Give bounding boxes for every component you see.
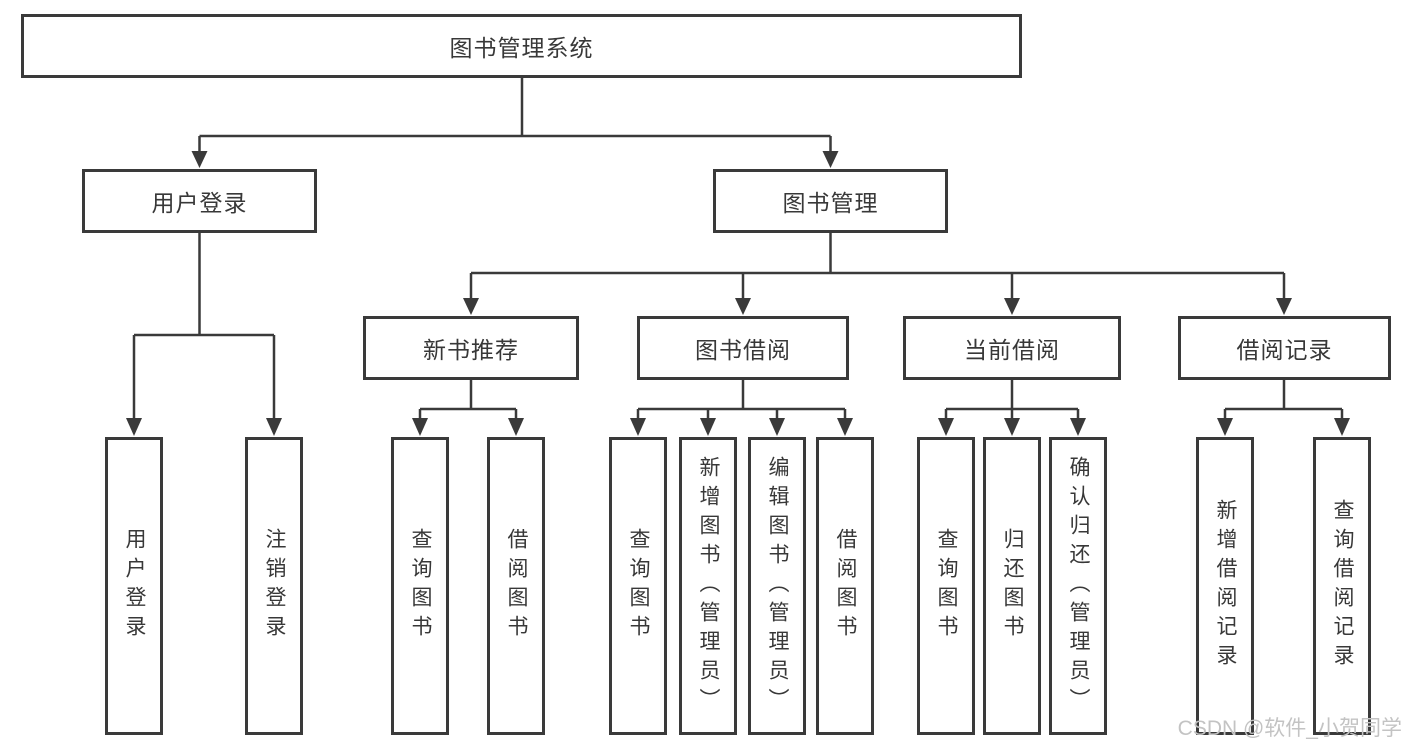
node-label: 借阅图书: [834, 528, 857, 644]
node-label: 图书借阅: [695, 337, 791, 363]
node-logout-action: 注销登录: [245, 437, 303, 735]
node-edit-books-admin: 编辑图书（管理员）: [748, 437, 806, 735]
connector-newbooks-to-leaves: [418, 380, 518, 418]
node-book-borrowing: 图书借阅: [637, 316, 849, 380]
node-query-borrow-record: 查询借阅记录: [1313, 437, 1371, 735]
node-label: 新增借阅记录: [1214, 499, 1237, 673]
node-user-login-action: 用户登录: [105, 437, 163, 735]
node-label: 图书管理系统: [449, 35, 594, 61]
node-label: 新书推荐: [423, 337, 519, 363]
connector-bookmgmt-to-level3: [469, 233, 1286, 298]
node-current-borrowing: 当前借阅: [903, 316, 1121, 380]
node-label: 归还图书: [1001, 528, 1024, 644]
node-label: 借阅记录: [1236, 337, 1333, 363]
node-label: 用户登录: [151, 190, 248, 216]
node-query-books-borrow: 查询图书: [609, 437, 667, 735]
node-label: 当前借阅: [964, 337, 1060, 363]
watermark: CSDN @软件_小贺同学: [1177, 717, 1402, 740]
node-borrowing-records: 借阅记录: [1178, 316, 1391, 380]
node-user-login: 用户登录: [82, 169, 317, 233]
connector-bookborrow-to-leaves: [636, 380, 847, 418]
node-confirm-return-admin: 确认归还（管理员）: [1049, 437, 1107, 735]
node-add-books-admin: 新增图书（管理员）: [679, 437, 737, 735]
node-query-books-current: 查询图书: [917, 437, 975, 735]
node-label: 借阅图书: [505, 528, 528, 644]
node-query-books-recommend: 查询图书: [391, 437, 449, 735]
node-borrow-books: 借阅图书: [816, 437, 874, 735]
connector-userlogin-to-leaves: [132, 233, 276, 418]
node-label: 用户登录: [123, 528, 146, 644]
node-book-management: 图书管理: [713, 169, 948, 233]
arrowhead-icons: [126, 151, 1350, 436]
node-borrow-books-recommend: 借阅图书: [487, 437, 545, 735]
node-label: 图书管理: [782, 190, 879, 216]
node-library-management-system: 图书管理系统: [21, 14, 1022, 78]
node-label: 新增图书（管理员）: [697, 455, 720, 717]
connector-currentborrow-to-leaves: [944, 380, 1080, 418]
connector-root-to-level2: [198, 78, 832, 151]
node-label: 查询图书: [935, 528, 958, 644]
node-return-books: 归还图书: [983, 437, 1041, 735]
node-label: 确认归还（管理员）: [1067, 455, 1090, 717]
node-label: 编辑图书（管理员）: [766, 455, 789, 717]
node-new-book-recommendation: 新书推荐: [363, 316, 579, 380]
node-label: 查询借阅记录: [1331, 499, 1354, 673]
node-add-borrow-record: 新增借阅记录: [1196, 437, 1254, 735]
connector-records-to-leaves: [1223, 380, 1344, 418]
node-label: 注销登录: [263, 528, 286, 644]
node-label: 查询图书: [409, 528, 432, 644]
node-label: 查询图书: [627, 528, 650, 644]
